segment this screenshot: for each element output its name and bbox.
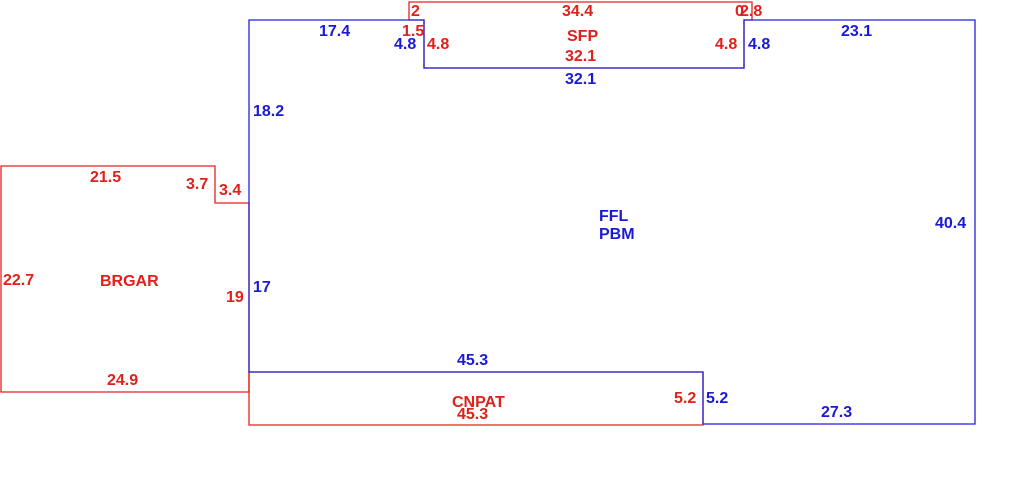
- dim-brgar-right: 19: [226, 289, 244, 306]
- dim-main-top-left: 17.4: [319, 23, 350, 40]
- dim-cnpat-right: 5.2: [674, 390, 696, 407]
- dim-brgar-bottom: 24.9: [107, 372, 138, 389]
- room-name-sfp: SFP: [567, 28, 598, 45]
- dim-main-step: 5.2: [706, 390, 728, 407]
- dim-main-notch-bottom: 32.1: [565, 71, 596, 88]
- dim-main-notch-right: 4.8: [748, 36, 770, 53]
- dim-brgar-step-side: 3.4: [219, 182, 241, 199]
- room-name-cnpat: CNPAT: [452, 394, 505, 411]
- dim-cnpat-bottom: 45.3: [457, 406, 488, 423]
- dim-brgar-step-top: 3.7: [186, 176, 208, 193]
- dim-sfp-right-small-b: 2.8: [740, 3, 762, 20]
- dim-main-left-lower: 17: [253, 279, 271, 296]
- dim-brgar-top: 21.5: [90, 169, 121, 186]
- dim-main-notch-left: 4.8: [394, 36, 416, 53]
- room-name-brgar: BRGAR: [100, 273, 159, 290]
- dim-sfp-right-small-a: 0: [735, 3, 744, 20]
- dim-sfp-bottom: 32.1: [565, 48, 596, 65]
- dim-main-right: 40.4: [935, 215, 966, 232]
- dim-main-inner-bottom: 45.3: [457, 352, 488, 369]
- dim-sfp-left-small: 2: [411, 3, 420, 20]
- ffl-room-outline: [248, 19, 976, 425]
- dim-sfp-inner-small: 1.5: [402, 23, 424, 40]
- dim-main-bottom-right: 27.3: [821, 404, 852, 421]
- dim-sfp-top: 34.4: [562, 3, 593, 20]
- dim-sfp-left: 4.8: [427, 36, 449, 53]
- dim-main-left-upper: 18.2: [253, 103, 284, 120]
- room-name-pbm: PBM: [599, 226, 635, 243]
- room-name-ffl: FFL: [599, 208, 629, 225]
- dim-brgar-left: 22.7: [3, 272, 34, 289]
- dim-main-top-right: 23.1: [841, 23, 872, 40]
- dim-sfp-right: 4.8: [715, 36, 737, 53]
